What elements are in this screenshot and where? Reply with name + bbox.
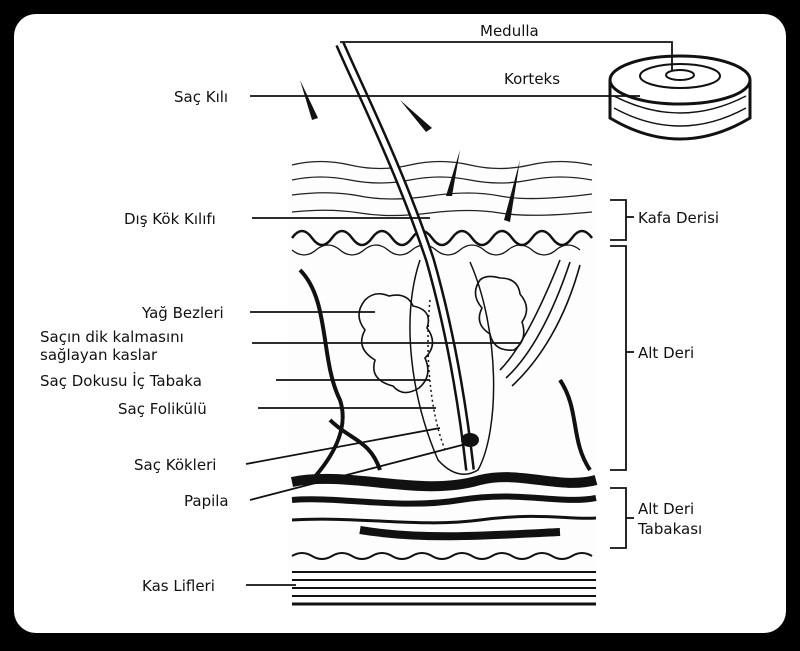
skin-cross-section-illustration <box>14 14 786 633</box>
label-alt-deri-tabakasi-line1: Alt Deri <box>638 500 694 518</box>
label-kaslar-line1: Saçın dik kalmasını <box>40 328 184 346</box>
right-brackets <box>610 200 634 548</box>
hair-cross-section <box>610 56 750 139</box>
label-kafa-derisi: Kafa Derisi <box>638 209 719 227</box>
label-alt-deri-tabakasi-line2: Tabakası <box>638 520 702 538</box>
label-dis-kok-kilifi: Dış Kök Kılıfı <box>124 210 216 228</box>
label-folikul: Saç Folikülü <box>118 400 207 418</box>
label-sac-kili: Saç Kılı <box>174 88 228 106</box>
label-papila: Papila <box>184 492 229 510</box>
label-alt-deri: Alt Deri <box>638 344 694 362</box>
label-kaslar-line2: sağlayan kaslar <box>40 346 157 364</box>
label-medulla: Medulla <box>480 22 539 40</box>
label-korteks: Korteks <box>504 70 560 88</box>
label-yag-bezleri: Yağ Bezleri <box>142 304 224 322</box>
label-ic-tabaka: Saç Dokusu İç Tabaka <box>40 372 202 390</box>
label-kokler: Saç Kökleri <box>134 456 216 474</box>
label-kas-lifleri: Kas Lifleri <box>142 577 215 595</box>
diagram-panel: Medulla Korteks Saç Kılı Dış Kök Kılıfı … <box>14 14 786 633</box>
